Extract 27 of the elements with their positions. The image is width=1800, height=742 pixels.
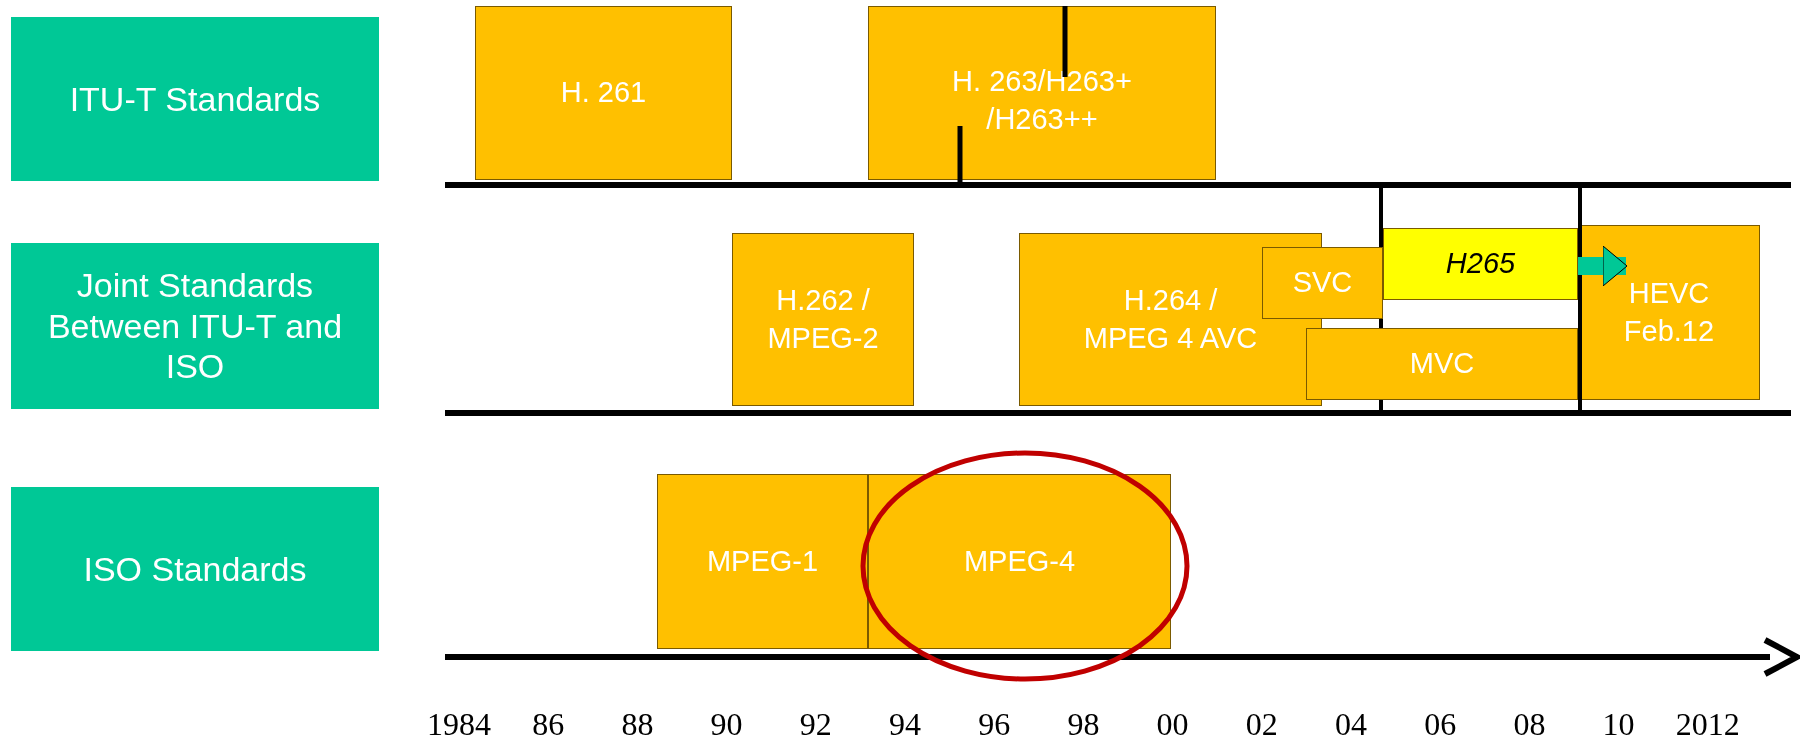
- highlighted-standard-box: H265: [1383, 228, 1578, 300]
- standard-box: H.262 / MPEG-2: [732, 233, 914, 406]
- year-tick-label: 2012: [1675, 706, 1740, 742]
- year-tick-label: 08: [1513, 706, 1546, 742]
- standard-box: MPEG-1: [657, 474, 868, 649]
- standard-box: H. 263/H263+ /H263++: [868, 6, 1216, 180]
- standard-box: H. 261: [475, 6, 732, 180]
- category-label: ISO Standards: [11, 487, 379, 651]
- arrow: [1578, 245, 1628, 287]
- category-label: Joint Standards Between ITU-T and ISO: [11, 243, 379, 409]
- year-tick-label: 92: [799, 706, 832, 742]
- year-tick-label: 88: [621, 706, 654, 742]
- year-tick-label: 86: [532, 706, 565, 742]
- year-tick-label: 96: [978, 706, 1011, 742]
- year-tick-label: 1984: [427, 706, 491, 742]
- year-tick-label: 02: [1245, 706, 1278, 742]
- year-tick-label: 94: [889, 706, 921, 742]
- year-tick-label: 04: [1335, 706, 1367, 742]
- category-label: ITU-T Standards: [11, 17, 379, 181]
- year-tick-label: 90: [710, 706, 743, 742]
- year-tick-label: 10: [1602, 706, 1635, 742]
- standard-box: SVC: [1262, 247, 1383, 319]
- standard-box: MPEG-4: [868, 474, 1171, 649]
- year-tick-label: 06: [1424, 706, 1457, 742]
- standard-box: MVC: [1306, 328, 1578, 400]
- year-tick-label: 98: [1067, 706, 1100, 742]
- year-tick-label: 00: [1156, 706, 1189, 742]
